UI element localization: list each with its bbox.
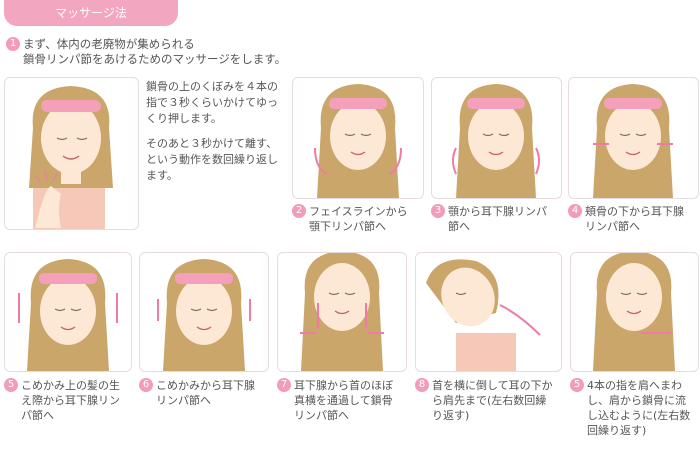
intro-line-2: 鎖骨リンパ節をあけるためのマッサージをします。	[23, 52, 287, 66]
step-7-text: 耳下腺から首のほぼ真横を通過して鎖骨リンパ節へ	[294, 379, 393, 422]
step-number-badge: 5	[4, 378, 18, 392]
intro-line-1: まず、体内の老廃物が集められる	[23, 37, 195, 51]
section-title-tab: マッサージ法	[4, 0, 178, 26]
illustration-step-1	[4, 77, 139, 230]
woman-pressing-collarbone-illustration	[29, 86, 113, 229]
step-number-badge: 7	[277, 378, 291, 392]
step-2-text: フェイスラインから顎下リンパ節へ	[309, 205, 408, 233]
illustration-step-6	[139, 252, 269, 372]
face-illustration	[593, 253, 675, 371]
step-3-text: 顎から耳下腺リンパ節へ	[448, 205, 547, 233]
step-number-badge: 6	[139, 378, 153, 392]
step-number-badge: 5	[570, 378, 584, 392]
step-6-text: こめかみから耳下腺リンパ節へ	[156, 379, 255, 407]
illustration-step-7	[277, 252, 407, 372]
step-8-text: 首を横に倒して耳の下から肩先まで(左右数回繰り返す)	[432, 379, 553, 422]
face-illustration	[314, 84, 402, 198]
step-number-badge: 4	[568, 204, 582, 218]
face-illustration	[157, 259, 251, 371]
step-1-paragraph-1: 鎖骨の上のくぼみを４本の指で３秒くらいかけてゆっくり押します。	[146, 80, 278, 125]
step-1-paragraph-2: そのあと３秒かけて離す、という動作を数回繰り返します。	[146, 137, 278, 182]
illustration-step-5	[4, 252, 132, 372]
step-5-text: こめかみ上の髪の生え際から耳下腺リンパ節へ	[21, 379, 120, 422]
face-illustration	[593, 84, 673, 198]
face-illustration	[18, 259, 118, 371]
tilted-head-illustration	[426, 259, 541, 371]
section-title: マッサージ法	[55, 6, 127, 20]
face-illustration	[452, 84, 540, 198]
step-4-text: 頬骨の下から耳下腺リンパ節へ	[585, 205, 684, 233]
illustration-step-4	[568, 77, 699, 199]
step-number-badge: 2	[292, 204, 306, 218]
illustration-step-8	[415, 252, 562, 372]
step-number-badge: 8	[415, 378, 429, 392]
face-illustration	[300, 253, 384, 371]
step-number-badge: 1	[6, 37, 20, 51]
illustration-step-2	[292, 77, 424, 199]
step-number-badge: 3	[431, 204, 445, 218]
step-1-description: 鎖骨の上のくぼみを４本の指で３秒くらいかけてゆっくり押します。 そのあと３秒かけ…	[146, 79, 286, 193]
illustration-step-3	[431, 77, 562, 199]
illustration-step-9	[570, 252, 699, 372]
step-9-text: 4本の指を肩へまわし、肩から鎖骨に流し込むように(左右数回繰り返す)	[587, 379, 691, 437]
